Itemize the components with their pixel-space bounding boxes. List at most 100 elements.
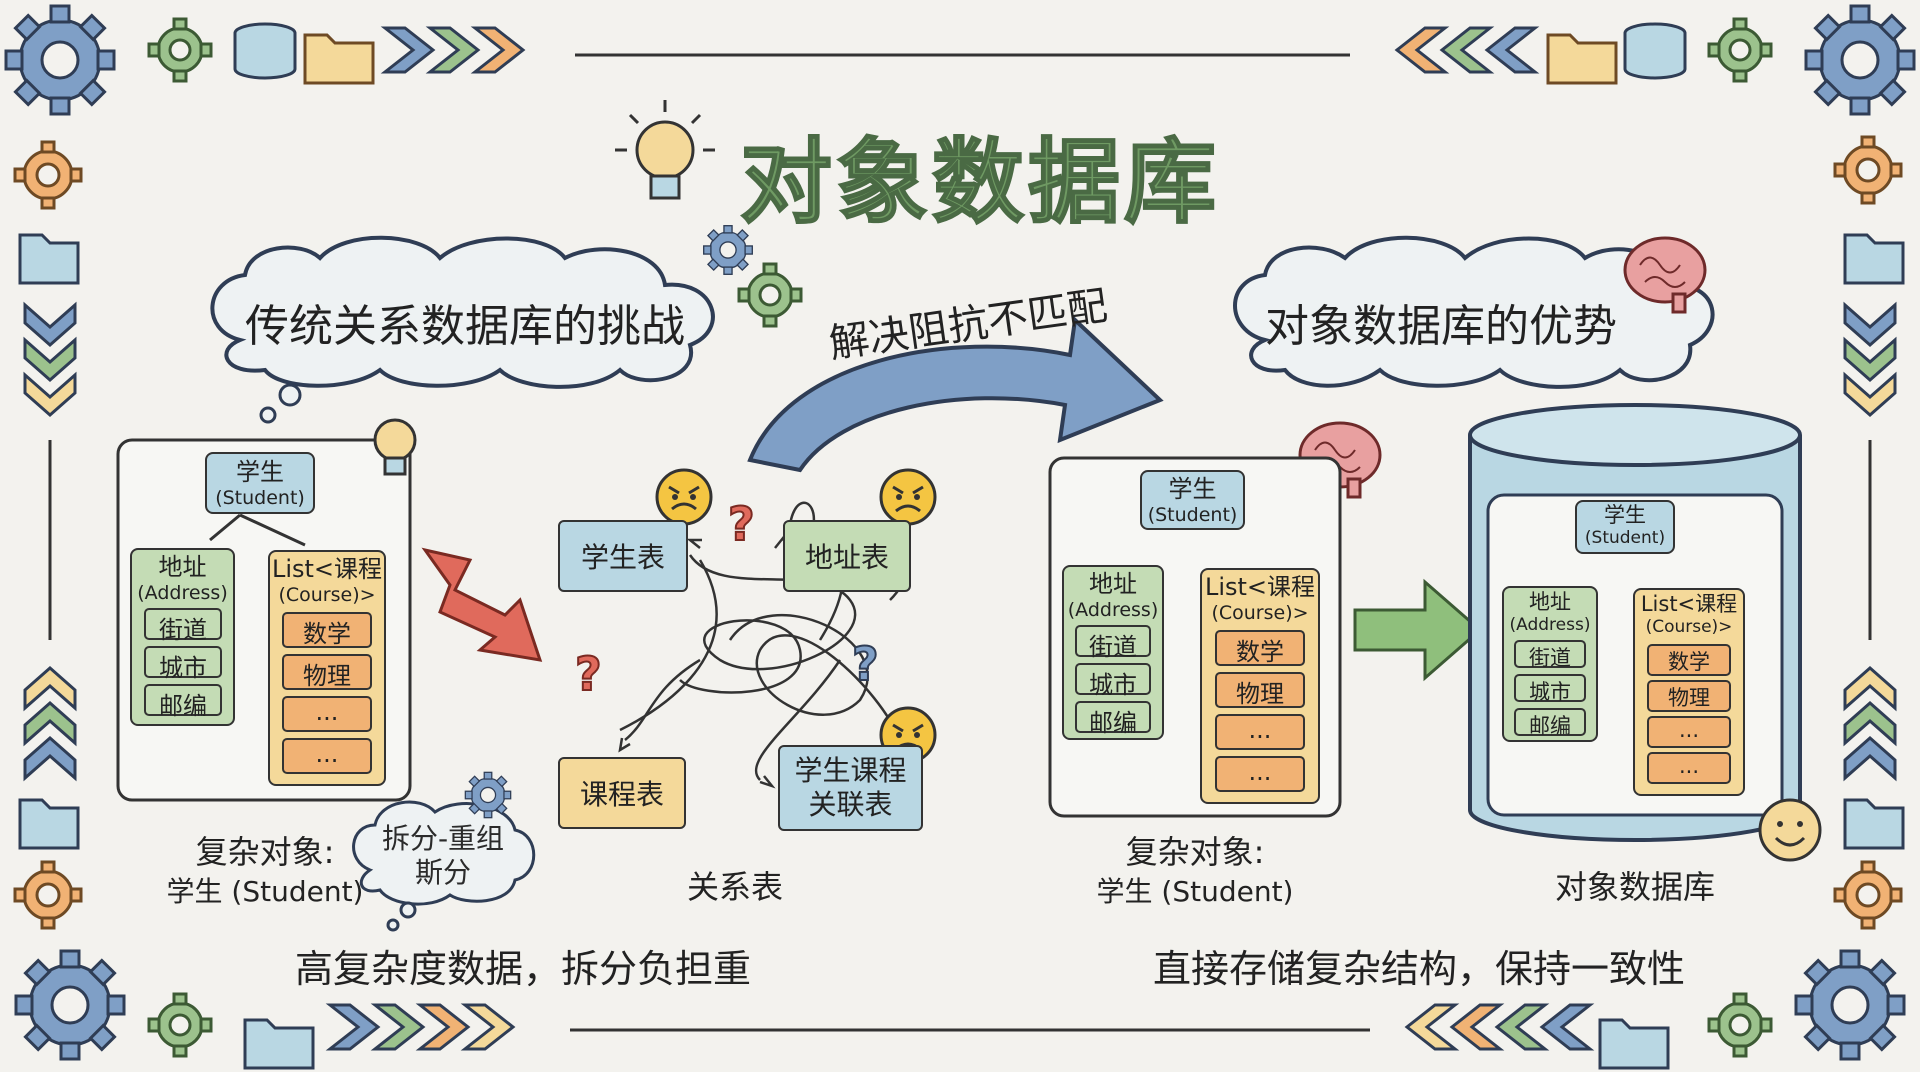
- question-mark-icon: ? ?: [574, 496, 756, 702]
- student-node-en: (Student): [1147, 504, 1238, 526]
- course-item: 数学: [1215, 630, 1305, 666]
- link-table-line2: 关联表: [808, 788, 893, 821]
- complex-object-line2: 学生 (Student): [1096, 875, 1294, 908]
- object-db-label: 对象数据库: [1554, 868, 1715, 906]
- lightbulb-icon: [615, 100, 715, 200]
- student-course-link-table: 学生课程 关联表: [778, 745, 923, 831]
- address-node-en: (Address): [137, 582, 228, 604]
- database-icon: [233, 22, 297, 80]
- student-node: 学生 (Student): [1575, 500, 1675, 554]
- folder-icon: [1843, 233, 1905, 285]
- course-node-label: List<课程: [1640, 592, 1738, 616]
- address-node: 地址 (Address) 街道 城市 邮编: [130, 548, 235, 726]
- gear-icon: [13, 140, 83, 210]
- advantage-cloud-shape: [1233, 235, 1715, 389]
- folder-icon: [243, 1018, 315, 1070]
- address-field: 街道: [1514, 640, 1586, 670]
- folder-icon: [18, 798, 80, 850]
- student-node: 学生 (Student): [205, 452, 315, 514]
- gear-icon: [147, 992, 213, 1058]
- gear-icon: [1833, 135, 1903, 205]
- address-node: 地址 (Address) 街道 城市 邮编: [1502, 586, 1598, 742]
- folder-icon: [303, 33, 375, 85]
- address-field: 街道: [144, 608, 222, 644]
- svg-text:?: ?: [728, 497, 755, 551]
- student-node-label: 学生: [236, 458, 284, 486]
- student-node: 学生 (Student): [1140, 470, 1245, 530]
- student-node-en: (Student): [215, 487, 305, 509]
- challenge-cloud-shape: [210, 235, 715, 389]
- address-node-en: (Address): [1509, 615, 1591, 635]
- gear-icon: [14, 949, 126, 1061]
- complex-object-line1: 复杂对象:: [1125, 833, 1265, 871]
- link-table-line1: 学生课程: [794, 754, 907, 787]
- course-item: ...: [1215, 756, 1305, 792]
- gear-icon: [1707, 992, 1773, 1058]
- angry-face-icon: [655, 468, 713, 526]
- course-item: ...: [1647, 752, 1731, 784]
- page-title: 对象数据库: [739, 128, 1221, 237]
- course-table: 课程表: [558, 757, 686, 829]
- folder-icon: [18, 233, 80, 285]
- student-table: 学生表: [558, 520, 688, 592]
- folder-icon: [1843, 798, 1905, 850]
- address-node-label: 地址: [1089, 570, 1137, 598]
- smiley-icon: [1758, 798, 1822, 862]
- gear-icon: [1804, 4, 1916, 116]
- address-field: 邮编: [144, 684, 222, 720]
- course-item: ...: [282, 738, 372, 774]
- address-table: 地址表: [783, 520, 911, 592]
- question-mark-icon: ?: [852, 637, 879, 691]
- split-regroup-note: 拆分-重组 斯分: [358, 822, 528, 890]
- complex-object-line1: 复杂对象:: [195, 833, 335, 871]
- course-item: ...: [1215, 714, 1305, 750]
- complex-object-label-right: 复杂对象: 学生 (Student): [1090, 832, 1300, 912]
- address-field: 城市: [1514, 674, 1586, 704]
- course-item: ...: [1647, 716, 1731, 748]
- lightbulb-icon: [373, 418, 417, 476]
- address-field: 邮编: [1514, 708, 1586, 738]
- gear-icon: [1794, 949, 1906, 1061]
- split-cloud-shape: [352, 800, 536, 906]
- course-item: 数学: [282, 612, 372, 648]
- svg-text:?: ?: [575, 647, 602, 701]
- course-node-en: (Course)>: [278, 584, 376, 606]
- chevron-icon: [325, 1003, 1595, 1051]
- complex-object-label-left: 复杂对象: 学生 (Student): [160, 832, 370, 912]
- course-item: 数学: [1647, 644, 1731, 676]
- course-node-en: (Course)>: [1211, 602, 1309, 624]
- folder-icon: [1598, 1018, 1670, 1070]
- course-node-en: (Course)>: [1645, 617, 1733, 637]
- complex-object-line2: 学生 (Student): [166, 875, 364, 908]
- advantage-heading: 对象数据库的优势: [1265, 301, 1617, 352]
- split-line2: 斯分: [414, 856, 471, 889]
- address-node-label: 地址: [1529, 590, 1571, 614]
- gear-icon: [1707, 17, 1773, 83]
- gear-icon: [4, 4, 116, 116]
- student-node-label: 学生: [1168, 475, 1217, 503]
- course-item: 物理: [1647, 680, 1731, 712]
- split-line1: 拆分-重组: [381, 822, 505, 855]
- course-node-label: List<课程: [271, 555, 383, 583]
- course-item: 物理: [282, 654, 372, 690]
- address-node-en: (Address): [1067, 599, 1159, 621]
- course-list-node: List<课程 (Course)> 数学 物理 ... ...: [1200, 568, 1320, 804]
- address-field: 邮编: [1075, 701, 1151, 737]
- angry-face-icon: [879, 468, 937, 526]
- course-item: ...: [282, 696, 372, 732]
- address-field: 城市: [1075, 663, 1151, 699]
- address-field: 城市: [144, 646, 222, 682]
- address-field: 街道: [1075, 625, 1151, 661]
- gear-icon: [147, 17, 213, 83]
- database-icon: [1623, 22, 1687, 80]
- address-node: 地址 (Address) 街道 城市 邮编: [1062, 565, 1164, 740]
- student-node-label: 学生: [1604, 503, 1646, 527]
- chevron-icon: [23, 301, 1897, 782]
- right-arrow-icon: [1353, 578, 1483, 682]
- course-item: 物理: [1215, 672, 1305, 708]
- gear-icon: [1833, 860, 1903, 930]
- curved-arrow-icon: [747, 315, 1164, 473]
- course-list-node: List<课程 (Course)> 数学 物理 ... ...: [1633, 588, 1745, 796]
- right-caption: 直接存储复杂结构，保持一致性: [1153, 947, 1686, 991]
